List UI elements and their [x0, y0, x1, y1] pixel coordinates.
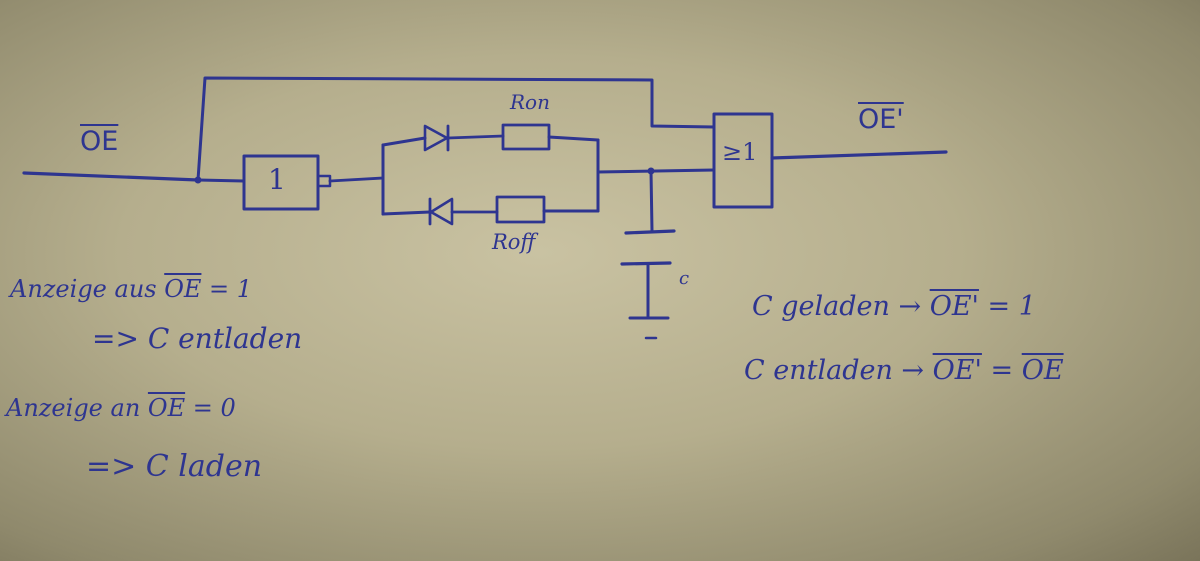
capacitor-label: c: [679, 268, 690, 289]
note-on-oe: OE: [147, 394, 186, 422]
capacitor-plate-bottom: [620, 261, 672, 266]
note-off-line2: => C entladen: [92, 322, 303, 355]
capacitor-plate-top: [624, 229, 676, 235]
note-on-line2: => C laden: [86, 449, 263, 484]
or-gate-box: [712, 112, 774, 209]
bypass-wire: [196, 76, 716, 182]
or-gate-symbol: ≥1: [722, 138, 758, 166]
note-charged-value: = 1: [978, 291, 1036, 322]
inverter-box: [242, 154, 320, 211]
ron-label: Ron: [510, 90, 550, 114]
note-charged: C geladen → OE' = 1: [752, 293, 1036, 320]
inverter-output-bubble: [316, 174, 332, 188]
upper-branch-wire-mid: [446, 134, 505, 140]
lower-branch-wire-left: [381, 210, 432, 216]
note-discharged-oe-prime: OE': [932, 355, 982, 386]
upper-branch-wire-right: [547, 135, 600, 142]
inverter-symbol: 1: [268, 163, 286, 196]
note-off-value: = 1: [201, 275, 253, 303]
inverter-input-wire: [196, 178, 246, 183]
capacitor-top-lead: [649, 169, 654, 233]
note-discharged-prefix: C entladen →: [744, 355, 933, 386]
resistor-roff: [495, 195, 546, 224]
oe-output-wire: [770, 150, 948, 160]
upper-branch-wire-left: [381, 136, 427, 147]
lower-diode-triangle: [429, 197, 454, 226]
note-on-line1: Anzeige an OE = 0: [6, 396, 236, 420]
note-charged-prefix: C geladen →: [752, 291, 930, 322]
inverter-output-wire: [328, 176, 385, 183]
note-charged-oe: OE': [929, 291, 979, 322]
note-on-value: = 0: [185, 394, 236, 422]
oe-input-wire: [22, 171, 200, 182]
upper-diode-triangle: [423, 124, 449, 152]
roff-label: Roff: [492, 230, 536, 254]
note-discharged-equals: =: [981, 355, 1022, 386]
resistor-ron: [501, 123, 551, 151]
note-discharged-oe: OE: [1021, 355, 1064, 386]
note-off-oe: OE: [164, 275, 202, 303]
oe-input-label: OE: [80, 126, 119, 157]
note-on-prefix: Anzeige an: [6, 394, 148, 422]
note-discharged: C entladen → OE' = OE: [744, 357, 1064, 384]
note-off-prefix: Anzeige aus: [10, 275, 165, 303]
note-off-line1: Anzeige aus OE = 1: [10, 277, 252, 301]
rc-node-wire: [596, 168, 716, 174]
oe-output-label: OE': [858, 104, 904, 135]
